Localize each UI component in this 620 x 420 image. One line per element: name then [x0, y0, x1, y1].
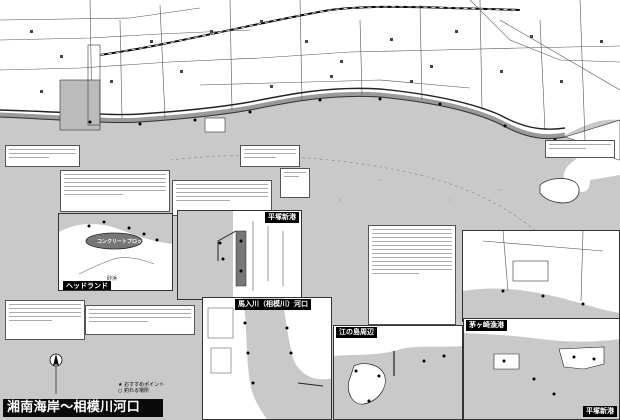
- note-upper-left: [5, 145, 80, 167]
- inset-title-enoshima: 江の島周辺: [336, 327, 377, 338]
- inset-enoshima: 江の島周辺: [333, 325, 463, 420]
- note-lower-left: [5, 300, 85, 340]
- inset-headland: コンクリートブロック 砂浜 ヘッドランド: [58, 213, 173, 291]
- note-lower-left-2: [85, 305, 195, 335]
- beach-strip: [0, 91, 566, 140]
- inset-title-headland: ヘッドランド: [63, 281, 111, 290]
- note-small-box: [280, 168, 310, 198]
- fishing-point-markers: [88, 97, 602, 152]
- inset-banyu-river: 馬入川（相模川）河口: [202, 297, 332, 420]
- legend-item-spot: ○ 釣れる場所: [118, 388, 149, 394]
- inset-chigasaki-port: 茅ヶ崎漁港 平塚新港: [463, 318, 620, 420]
- legend-item-recommended: ★ おすすめポイント: [118, 382, 165, 388]
- note-enoshima: [545, 140, 615, 158]
- north-arrow-icon: [49, 353, 63, 394]
- block-label: コンクリートブロック: [97, 239, 148, 245]
- inset-hiratsuka-port: 平塚新港: [177, 210, 302, 300]
- building-markers: [30, 20, 603, 93]
- inset-tateishi: [462, 230, 620, 322]
- legend: ★ おすすめポイント ○ 釣れる場所: [118, 382, 164, 394]
- inset-title-hiratsuka: 平塚新港: [265, 212, 299, 223]
- inset-title-tateishi: 平塚新港: [583, 406, 617, 417]
- note-headland-info: [60, 170, 170, 212]
- coastal-highway: [0, 87, 566, 130]
- inset-title-banyu: 馬入川（相模川）河口: [235, 299, 311, 310]
- sand-label: 砂浜: [107, 276, 118, 282]
- inset-title-chigasaki: 茅ヶ崎漁港: [466, 320, 507, 331]
- harbor-block: [59, 79, 101, 131]
- coastline: [0, 95, 566, 140]
- enoshima-island: [539, 178, 580, 204]
- note-offshore: [240, 145, 300, 167]
- note-river-info: [368, 225, 456, 325]
- sea-texture: [319, 159, 501, 231]
- map-title: 湘南海岸～相模川河口: [3, 399, 163, 417]
